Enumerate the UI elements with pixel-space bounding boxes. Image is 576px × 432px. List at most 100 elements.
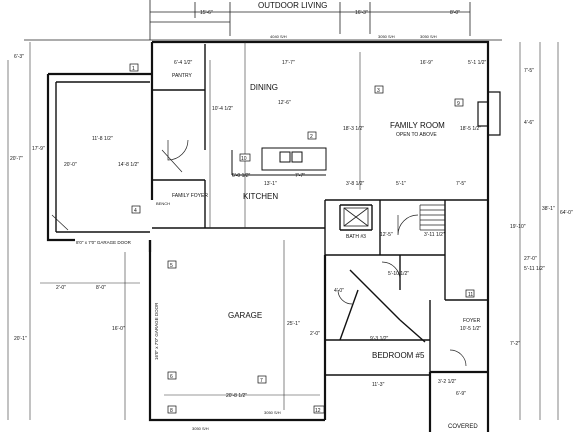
dim-label: 18'-3 1/2" [343,126,364,132]
tag-box: 7 [257,375,267,384]
dim-label: 11'-8 1/2" [92,136,113,142]
room-label-family-room-note: OPEN TO ABOVE [396,132,437,138]
svg-text:11: 11 [468,292,473,298]
note-garage-door-top: 8'0" x 7'0" GARAGE DOOR [76,240,132,245]
dimension-labels: 15'-6" 16'-3" 8'-0" 6'-4 1/2" 17'-7" 16'… [10,10,573,399]
tag-box: 1 [129,63,139,72]
room-label-garage: GARAGE [228,311,262,320]
exterior-walls [46,40,490,432]
dim-label: 64'-0" [560,210,573,216]
dim-label: 14'-8 1/2" [118,162,139,168]
callout-tags: 1 2 3 4 5 6 7 8 9 10 11 12 [129,63,475,414]
dim-label: 5'-1" [396,181,406,187]
fireplace [477,91,501,136]
svg-text:8: 8 [170,408,173,414]
dim-label: 2'-0" [56,285,66,291]
dim-label: 11'-3" [372,382,385,388]
dim-label: 13'-1" [264,181,277,187]
svg-text:2: 2 [310,134,313,140]
dim-label: 10'-4 1/2" [212,106,233,112]
dim-label: 3'-8 1/2" [346,181,365,187]
garage-dim-lines [7,42,559,420]
dim-label: 5'-11 1/2" [524,266,545,272]
dim-label: 16'-9" [420,60,433,66]
dim-label: 4'-6" [524,120,534,126]
room-label-bedroom: BEDROOM #5 [372,351,425,360]
tag-box: 3 [374,85,384,94]
tag-box: 6 [167,371,177,380]
tag-box: 2 [307,131,317,140]
room-label-family-foyer: FAMILY FOYER [172,193,208,199]
dim-label: 18'-5 1/2" [460,126,481,132]
dim-label: 17'-9" [32,146,45,152]
dim-label: 6'-4 1/2" [174,60,193,66]
room-label-kitchen: KITCHEN [243,192,278,201]
dim-label: 2'-0" [310,331,320,337]
dim-label: 27'-0" [524,256,537,262]
room-label-outdoor-living: OUTDOOR LIVING [258,1,327,10]
interior-walls [55,44,488,376]
svg-text:12: 12 [315,408,321,414]
dim-label: 9'-3 1/2" [370,336,389,342]
dim-label: 6'-3" [14,54,24,60]
stairs [419,204,445,231]
tag-box: 10 [239,153,251,162]
tag-box: 9 [454,98,464,107]
svg-text:6: 6 [170,374,173,380]
svg-text:3: 3 [377,88,380,94]
note-garage-door-side: 16'0" x 7'0" GARAGE DOOR [154,302,159,360]
room-label-bench: BENCH [156,201,170,206]
dim-label: 20'-8 1/2" [226,393,247,399]
room-label-pantry: PANTRY [172,73,192,79]
dim-label: 25'-1" [287,321,300,327]
room-label-bath: BATH #3 [346,234,366,240]
room-label-foyer: FOYER [463,318,481,324]
dim-label: 19'-10" [510,224,526,230]
dim-label: 16'-0" [112,326,125,332]
svg-text:1: 1 [132,66,135,72]
note-window: 4040 S/H [270,34,287,39]
dim-label: 20'-7" [10,156,23,162]
dim-label: 20'-0" [64,162,77,168]
dim-label: 16'-3" [355,10,368,16]
dim-label: 7'-7" [295,173,305,179]
door-swings [51,139,467,367]
shower-fixture [343,207,369,227]
tag-box: 8 [167,405,177,414]
svg-text:4: 4 [134,208,137,214]
plan-notes: 8'0" x 7'0" GARAGE DOOR 16'0" x 7'0" GAR… [76,34,437,431]
note-window: 3050 S/H [264,410,281,415]
note-window: 3050 S/H [420,34,437,39]
dim-label: 15'-6" [200,10,213,16]
svg-text:9: 9 [457,101,460,107]
dim-label: 38'-1" [542,206,555,212]
tag-box: 5 [167,260,177,269]
dim-label: 6'-9" [456,391,466,397]
tag-box: 11 [465,289,475,298]
note-window: 3050 S/H [378,34,395,39]
dim-label: 3'-2 1/2" [438,379,457,385]
dim-label: 7'-2" [510,341,520,347]
dim-label: 5'-10 1/2" [388,271,409,277]
dim-label: 3'-11 1/2" [424,232,445,238]
dim-label: 12'-6" [278,100,291,106]
room-label-dining: DINING [250,83,278,92]
dim-label: 7'-5" [524,68,534,74]
kitchen-island [231,147,327,176]
svg-text:10: 10 [241,156,247,162]
room-label-covered-porch: COVERED [448,424,478,430]
dim-label: 8'-0" [450,10,460,16]
dim-label: 10'-5 1/2" [460,326,481,332]
dim-label: 7'-5" [456,181,466,187]
dim-label: 6'-0 1/2" [232,173,251,179]
dim-label: 5'-1 1/2" [468,60,487,66]
note-window: 3050 S/H [192,426,209,431]
svg-text:7: 7 [260,378,263,384]
tag-box: 4 [131,205,141,214]
dim-label: 20'-1" [14,336,27,342]
dim-label: 17'-7" [282,60,295,66]
svg-text:5: 5 [170,263,173,269]
room-label-family-room: FAMILY ROOM [390,121,445,130]
top-dimension-lines [24,0,502,41]
